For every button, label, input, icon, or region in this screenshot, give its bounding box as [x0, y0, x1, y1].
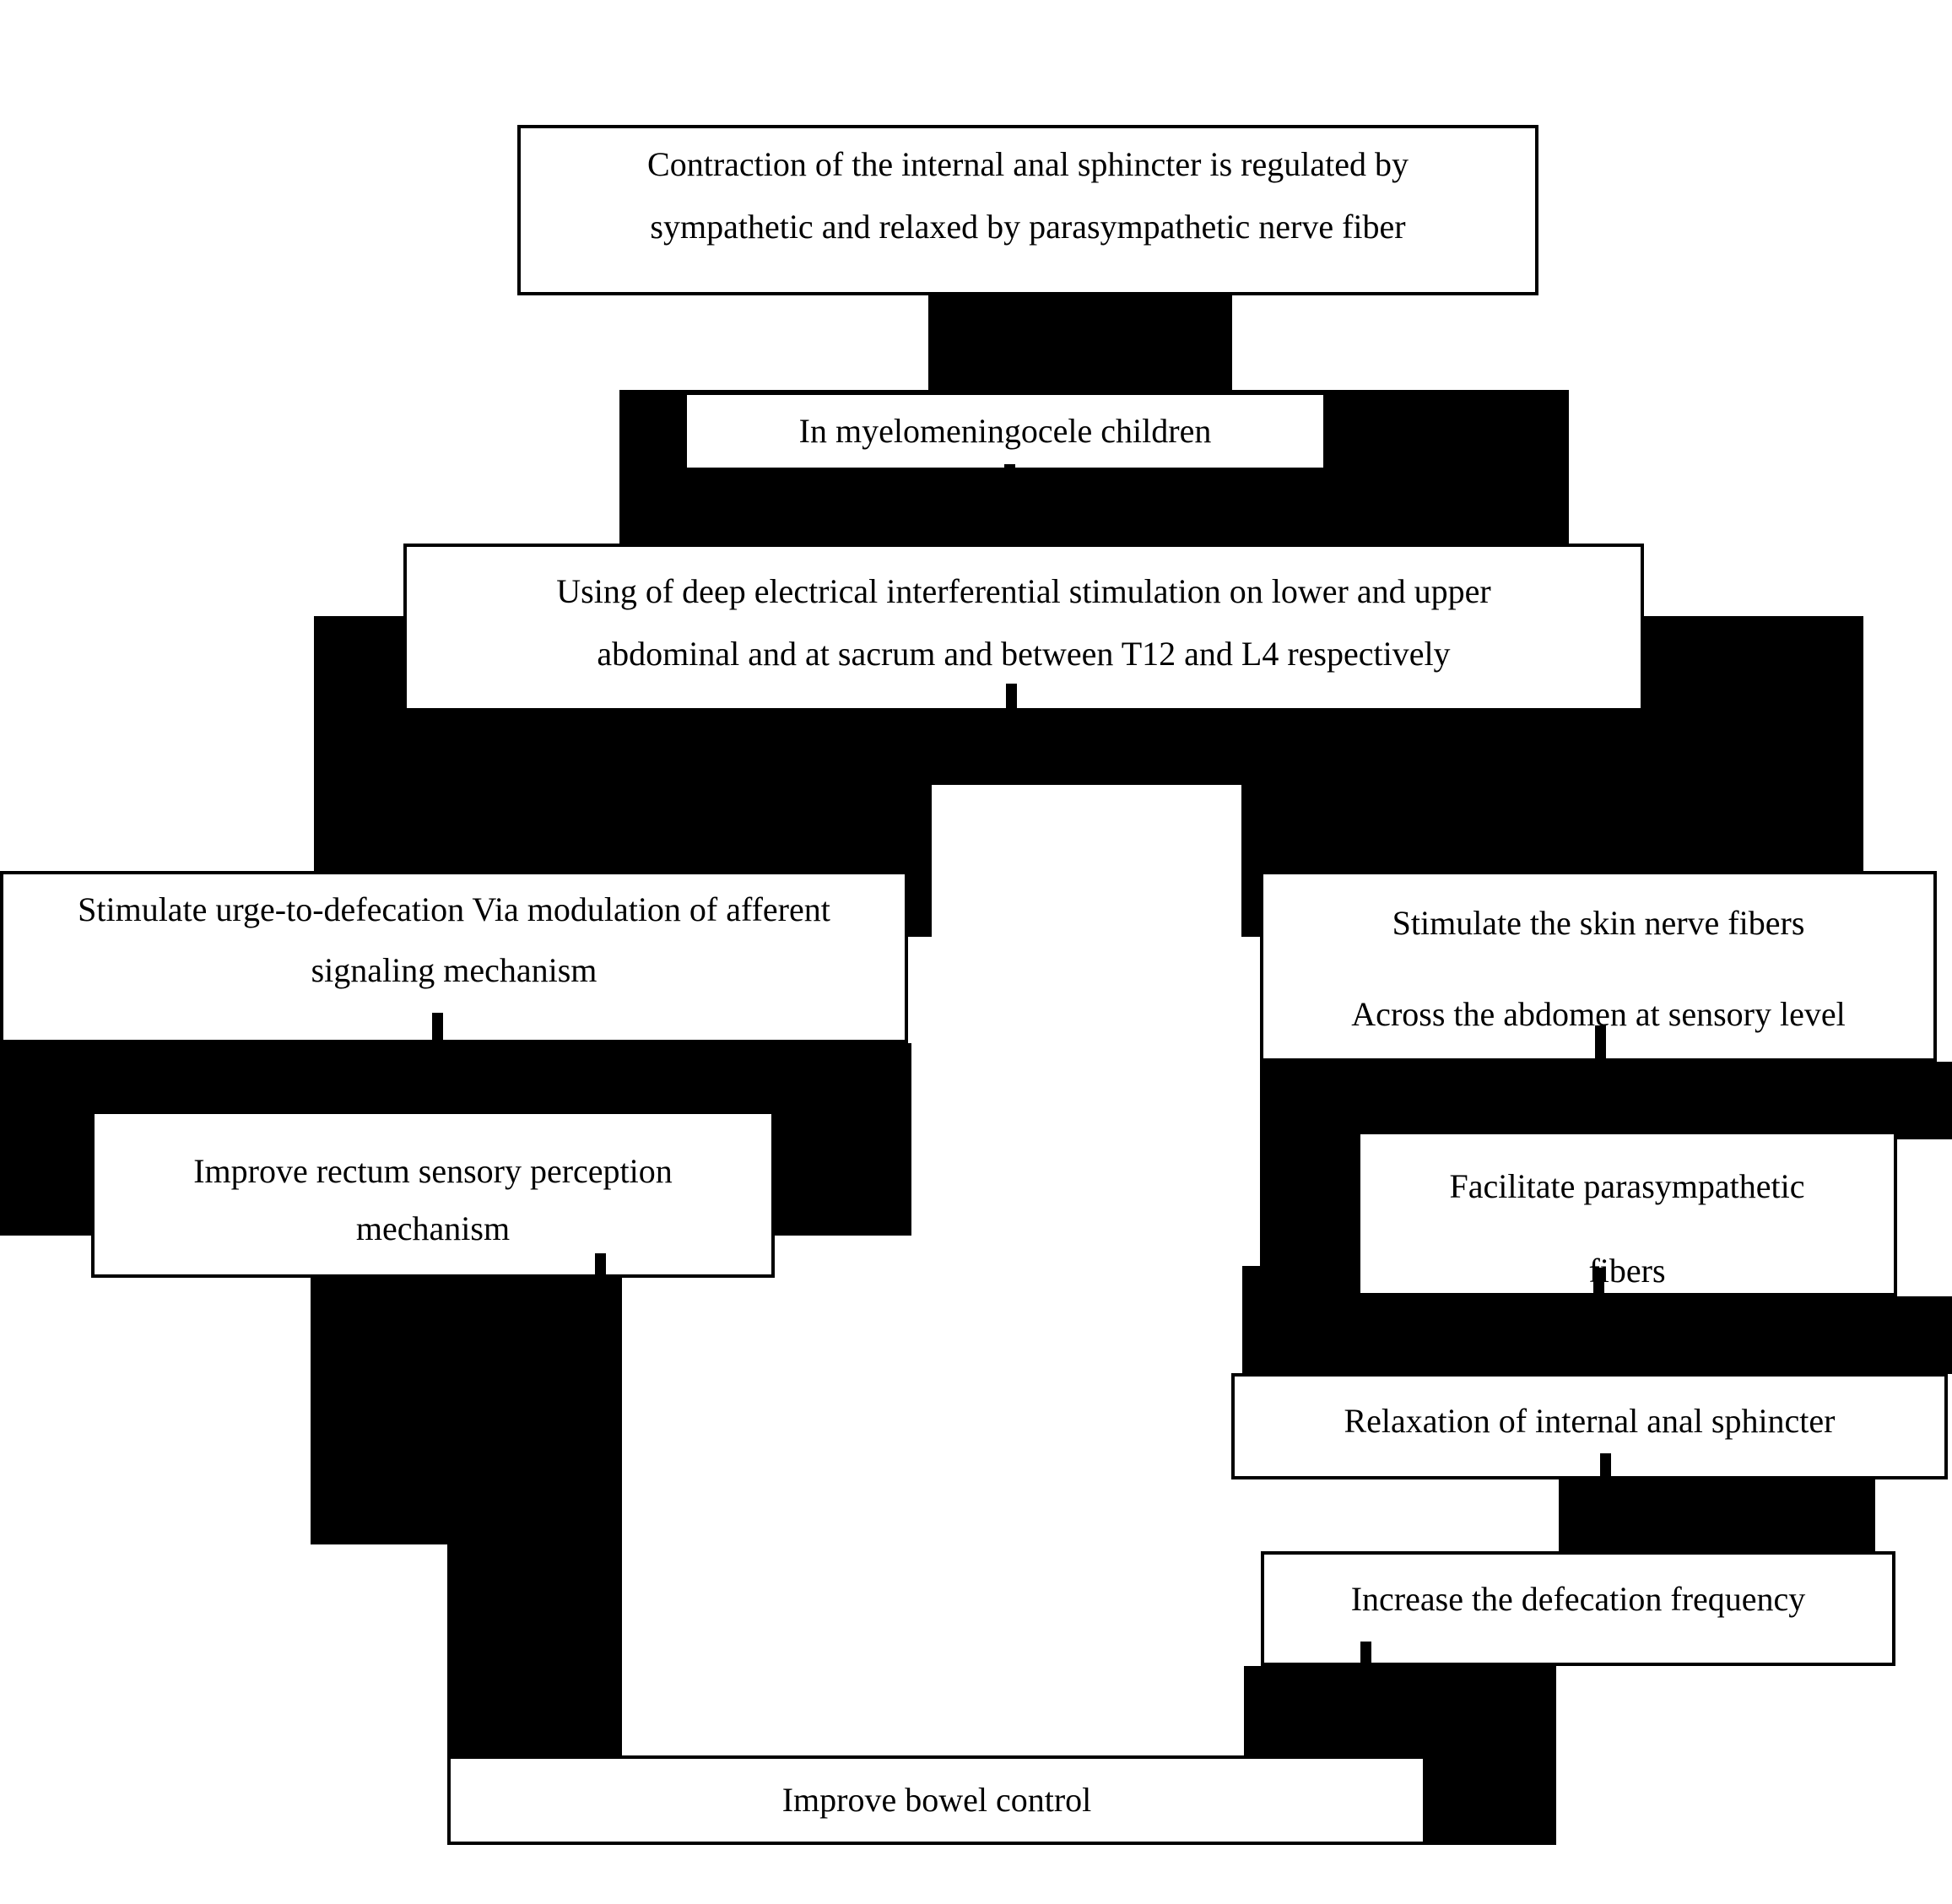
node-text-line: Relaxation of internal anal sphincter [1344, 1402, 1836, 1440]
node-text-line: Contraction of the internal anal sphinct… [647, 145, 1409, 183]
node-text-line: mechanism [355, 1209, 511, 1247]
node-text-line: In myelomeningocele children [798, 412, 1212, 450]
node-myelomeningocele-children: In myelomeningocele children [684, 392, 1327, 471]
node-text-line: fibers [1588, 1252, 1666, 1290]
tick-below-right1 [1595, 1025, 1606, 1061]
tick-below-left2 [595, 1253, 606, 1285]
node-text-line: Improve bowel control [781, 1781, 1092, 1819]
node-stimulate-urge-to-defecation: Stimulate urge-to-defecation Via modulat… [0, 871, 908, 1043]
tick-below-right4 [1360, 1642, 1371, 1674]
connector-right3-to-right4 [1559, 1479, 1875, 1553]
connector-right2-to-right3-band [1242, 1296, 1952, 1374]
node-text-line: signaling mechanism [311, 951, 597, 989]
tick-below-left1 [432, 1013, 443, 1045]
connector-left2-down-lower [447, 1544, 622, 1755]
connector-left-branch-strip [907, 871, 932, 937]
tick-below-box3 [1006, 684, 1017, 716]
connector-center-gap [932, 785, 1241, 874]
node-text-line: sympathetic and relaxed by parasympathet… [650, 208, 1406, 246]
tick-below-box2 [1004, 464, 1015, 493]
tick-below-right3 [1600, 1453, 1611, 1485]
node-improve-bowel-control: Improve bowel control [447, 1755, 1426, 1845]
connector-right1-to-right2-band [1260, 1062, 1952, 1139]
node-text-line: Increase the defecation frequency [1350, 1580, 1806, 1618]
node-text-line: Stimulate the skin nerve fibers [1392, 904, 1805, 942]
connector-box1-to-box2 [928, 295, 1232, 395]
node-text-line: Using of deep electrical interferential … [556, 572, 1491, 610]
node-increase-defecation-frequency: Increase the defecation frequency [1261, 1551, 1895, 1666]
node-relaxation-internal-anal-sphincter: Relaxation of internal anal sphincter [1231, 1373, 1948, 1479]
tick-below-right2 [1593, 1268, 1604, 1300]
connector-right-branch-strip [1241, 871, 1260, 937]
node-text-line: Facilitate parasympathetic [1449, 1167, 1805, 1205]
node-text-line: abdominal and at sacrum and between T12 … [597, 635, 1451, 673]
node-sphincter-regulation: Contraction of the internal anal sphinct… [517, 125, 1538, 295]
node-text-line: Improve rectum sensory perception [193, 1152, 673, 1190]
node-text-line: Stimulate urge-to-defecation Via modulat… [78, 890, 830, 928]
connector-left2-down-upper [311, 1278, 622, 1544]
node-facilitate-parasympathetic-fibers: Facilitate parasympathetic fibers [1357, 1131, 1897, 1296]
node-interferential-stimulation: Using of deep electrical interferential … [403, 544, 1644, 711]
node-improve-rectum-sensory-perception: Improve rectum sensory perception mechan… [91, 1111, 775, 1278]
